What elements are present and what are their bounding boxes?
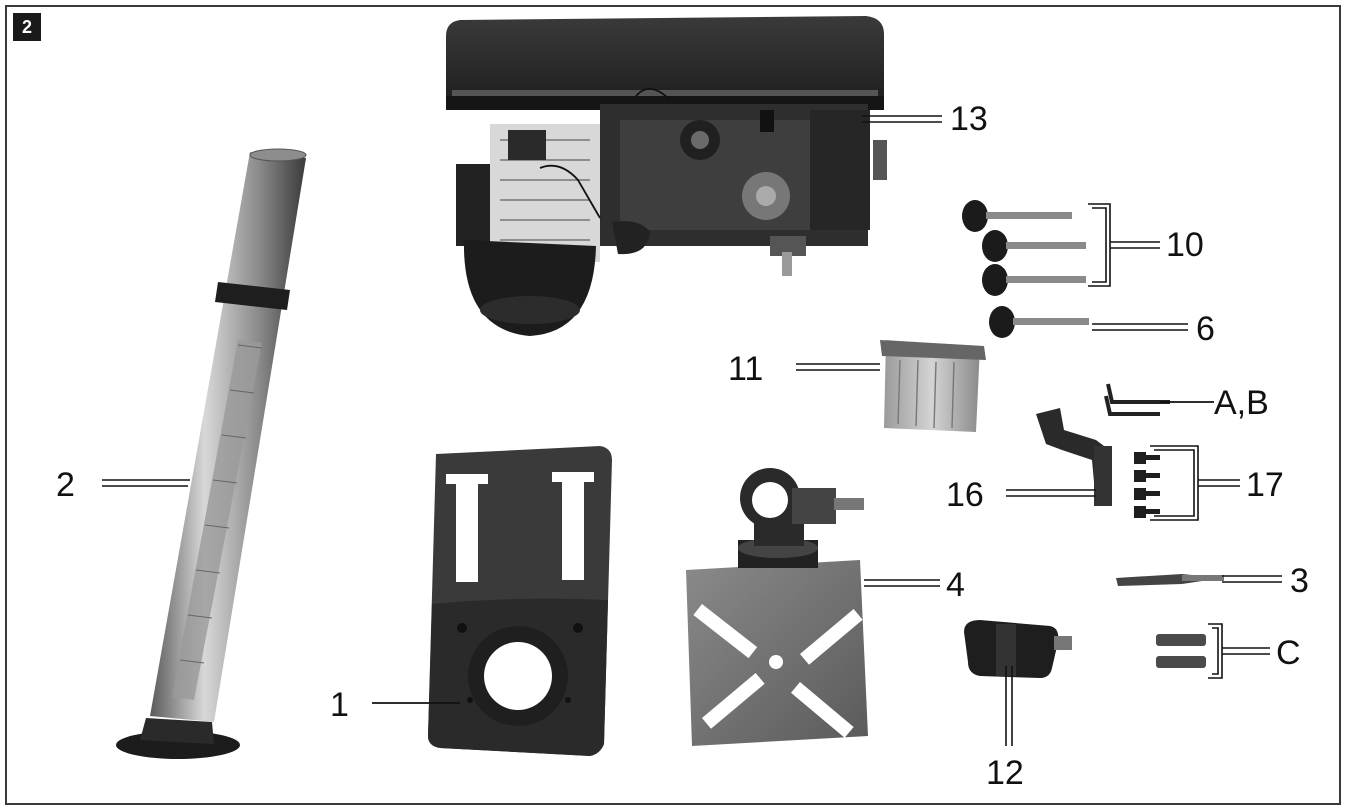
- figure-number-badge: 2: [13, 13, 41, 41]
- label-column: 2: [56, 466, 75, 504]
- label-knob-single: 6: [1196, 310, 1215, 348]
- label-table: 4: [946, 566, 965, 604]
- figure-frame: 2: [5, 5, 1341, 805]
- label-chuck: 12: [986, 754, 1024, 792]
- label-drift-keys: C: [1276, 634, 1301, 672]
- label-drill-head: 13: [950, 100, 988, 138]
- pin-part: [1116, 574, 1224, 586]
- drill-head-part: [446, 16, 887, 336]
- hex-keys-part: [1104, 383, 1170, 416]
- label-chuck-guard: 11: [728, 350, 763, 388]
- table-part: [686, 468, 868, 746]
- label-hex-keys: A,B: [1214, 384, 1269, 422]
- chuck-guard-part: [880, 340, 986, 432]
- label-screws-group: 17: [1246, 466, 1284, 504]
- label-knobs-group: 10: [1166, 226, 1204, 264]
- knobs-part: [962, 200, 1089, 338]
- base-plate-part: [428, 446, 612, 756]
- bracket-part: [1036, 408, 1112, 506]
- screws-part: [1134, 452, 1160, 518]
- column-part: [116, 148, 307, 759]
- drift-keys-part: [1156, 634, 1206, 668]
- leader-lines: [102, 115, 1282, 746]
- label-pin: 3: [1290, 562, 1309, 600]
- label-bracket: 16: [946, 476, 984, 514]
- label-base-plate: 1: [330, 686, 349, 724]
- chuck-part: [964, 620, 1072, 678]
